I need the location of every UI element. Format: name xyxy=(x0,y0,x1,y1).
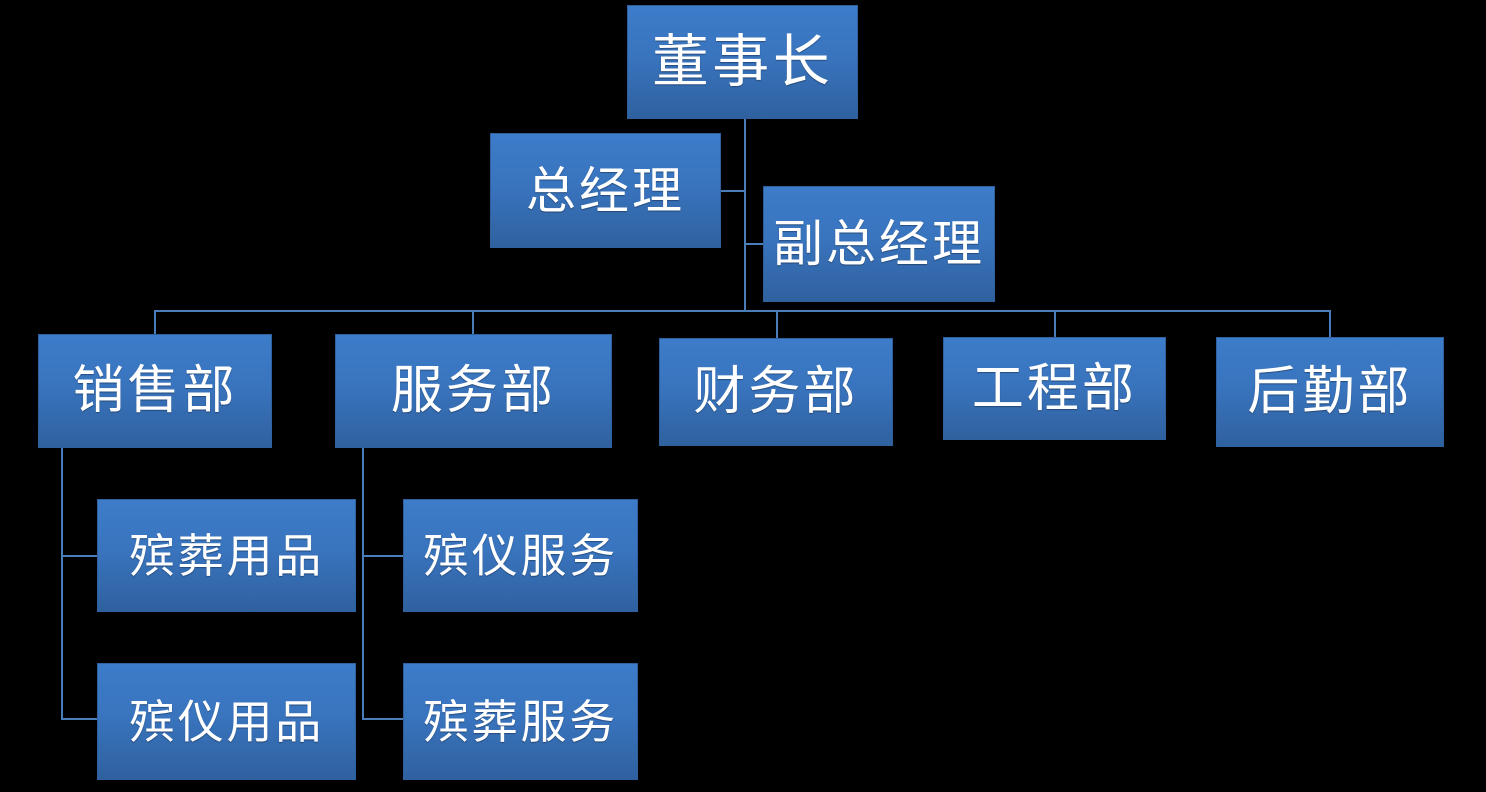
connector-drop-service xyxy=(472,310,474,335)
node-service-department-label: 服务部 xyxy=(390,361,557,421)
connector-drop-logistics xyxy=(1329,310,1331,338)
connector-drop-sales xyxy=(154,310,156,335)
node-ceremony-service-label: 殡仪服务 xyxy=(422,528,619,583)
node-engineering-department[interactable]: 工程部 xyxy=(943,337,1166,440)
node-general-manager-label: 总经理 xyxy=(526,161,685,220)
connector-stem-sales xyxy=(61,448,63,720)
node-chairman-label: 董事长 xyxy=(651,28,834,95)
connector-stem-service xyxy=(362,448,364,720)
node-ceremony-supplies[interactable]: 殡仪用品 xyxy=(97,663,356,780)
node-chairman[interactable]: 董事长 xyxy=(627,5,858,119)
connector-to-deputy-general-manager xyxy=(744,243,764,245)
node-finance-department[interactable]: 财务部 xyxy=(659,338,893,446)
node-sales-department[interactable]: 销售部 xyxy=(38,334,272,448)
connector-department-bus xyxy=(154,310,1331,312)
node-service-department[interactable]: 服务部 xyxy=(335,334,612,448)
node-deputy-general-manager[interactable]: 副总经理 xyxy=(763,186,995,302)
node-ceremony-service[interactable]: 殡仪服务 xyxy=(403,499,638,612)
node-funeral-supplies-label: 殡葬用品 xyxy=(128,528,325,583)
connector-elbow-funeral-service xyxy=(362,718,404,720)
node-engineering-department-label: 工程部 xyxy=(971,358,1138,419)
connector-drop-engineering xyxy=(1054,310,1056,338)
node-finance-department-label: 财务部 xyxy=(693,362,859,422)
connector-to-general-manager xyxy=(721,190,745,192)
node-ceremony-supplies-label: 殡仪用品 xyxy=(128,694,325,749)
node-logistics-department-label: 后勤部 xyxy=(1247,362,1413,422)
connector-elbow-funeral-supplies xyxy=(61,555,98,557)
node-deputy-general-manager-label: 副总经理 xyxy=(773,215,985,273)
node-funeral-service-label: 殡葬服务 xyxy=(422,694,619,749)
connector-trunk-chairman xyxy=(744,119,746,311)
node-sales-department-label: 销售部 xyxy=(72,361,238,421)
node-funeral-supplies[interactable]: 殡葬用品 xyxy=(97,499,356,612)
node-funeral-service[interactable]: 殡葬服务 xyxy=(403,663,638,780)
node-logistics-department[interactable]: 后勤部 xyxy=(1216,337,1444,447)
connector-elbow-ceremony-service xyxy=(362,555,404,557)
node-general-manager[interactable]: 总经理 xyxy=(490,133,721,248)
connector-elbow-ceremony-supplies xyxy=(61,718,98,720)
connector-drop-finance xyxy=(776,310,778,338)
